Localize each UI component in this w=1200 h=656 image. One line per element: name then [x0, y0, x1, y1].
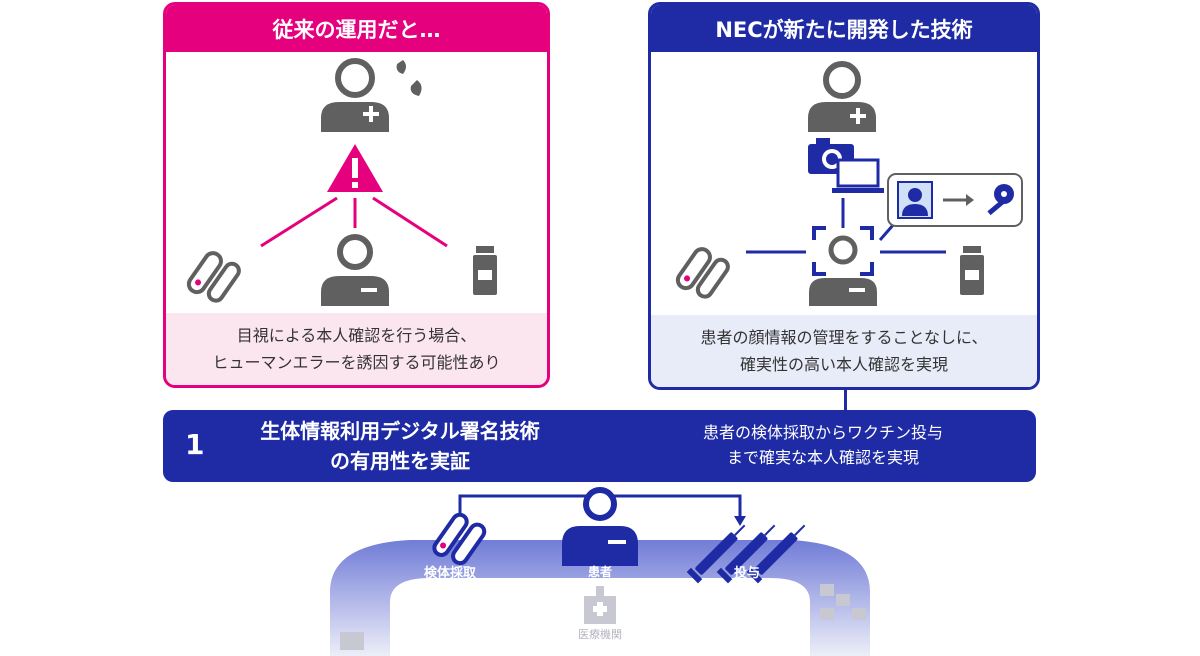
- patient-icon: [809, 278, 877, 306]
- hospital-icon: [584, 586, 616, 624]
- new-technology-diagram: [675, 61, 1023, 306]
- doctor-icon: [321, 58, 389, 132]
- new-technology-panel-title: NECが新たに開発した技術: [651, 5, 1037, 52]
- conventional-panel-title: 従来の運用だと…: [166, 5, 547, 52]
- arrow-down-icon: [734, 516, 746, 526]
- connector-line-callout: [878, 223, 896, 241]
- summary-banner: 1 生体情報利用デジタル署名技術 の有用性を実証 患者の検体採取からワクチン投与…: [163, 410, 1036, 482]
- conventional-caption-line2: ヒューマンエラーを誘因する可能性あり: [212, 353, 501, 372]
- key-icon: [987, 184, 1014, 216]
- label-medical-facility: 医療機関: [578, 628, 622, 641]
- banner-desc-line1: 患者の検体採取からワクチン投与: [702, 423, 943, 442]
- panel-banner-connector: [844, 390, 847, 410]
- test-tube-icon: [186, 251, 241, 303]
- box-icon: [340, 632, 364, 650]
- doctor-icon: [808, 61, 876, 132]
- connector-line-right: [372, 196, 448, 248]
- face-scan-icon: [812, 226, 874, 276]
- sweat-drops-icon: [396, 60, 422, 96]
- test-tube-icon: [432, 512, 487, 566]
- vial-icon: [960, 246, 984, 295]
- conventional-caption-line1: 目視による本人確認を行う場合、: [236, 326, 477, 345]
- banner-title-line1: 生体情報利用デジタル署名技術: [260, 419, 540, 443]
- arrow-right-icon: [943, 194, 974, 206]
- banner-description: 患者の検体採取からワクチン投与 まで確実な本人確認を実現: [643, 420, 1003, 470]
- banner-title-line2: の有用性を実証: [330, 449, 470, 473]
- connector-line-left: [260, 196, 338, 248]
- label-patient: 患者: [588, 565, 613, 579]
- clinic-scene: [330, 487, 870, 656]
- boxes-icon: [820, 584, 866, 620]
- banner-title: 生体情報利用デジタル署名技術 の有用性を実証: [235, 416, 565, 476]
- test-tube-icon: [675, 247, 730, 299]
- banner-number: 1: [185, 428, 205, 461]
- warning-icon: [327, 144, 383, 192]
- conventional-panel-caption: 目視による本人確認を行う場合、 ヒューマンエラーを誘因する可能性あり: [166, 313, 547, 385]
- syringe-icon: [686, 524, 806, 584]
- new-technology-caption-line1: 患者の顔情報の管理をすることなしに、: [700, 328, 988, 347]
- patient-icon: [562, 487, 638, 566]
- new-technology-caption-line2: 確実性の高い本人確認を実現: [739, 355, 948, 374]
- vial-icon: [473, 246, 497, 295]
- banner-desc-line2: まで確実な本人確認を実現: [726, 448, 919, 467]
- label-administer: 投与: [734, 566, 761, 581]
- label-sample-collection: 検体採取: [424, 566, 477, 581]
- laptop-icon: [832, 158, 884, 193]
- patient-icon: [321, 234, 389, 306]
- conventional-diagram: [186, 58, 497, 306]
- new-technology-panel-caption: 患者の顔情報の管理をすることなしに、 確実性の高い本人確認を実現: [651, 315, 1037, 387]
